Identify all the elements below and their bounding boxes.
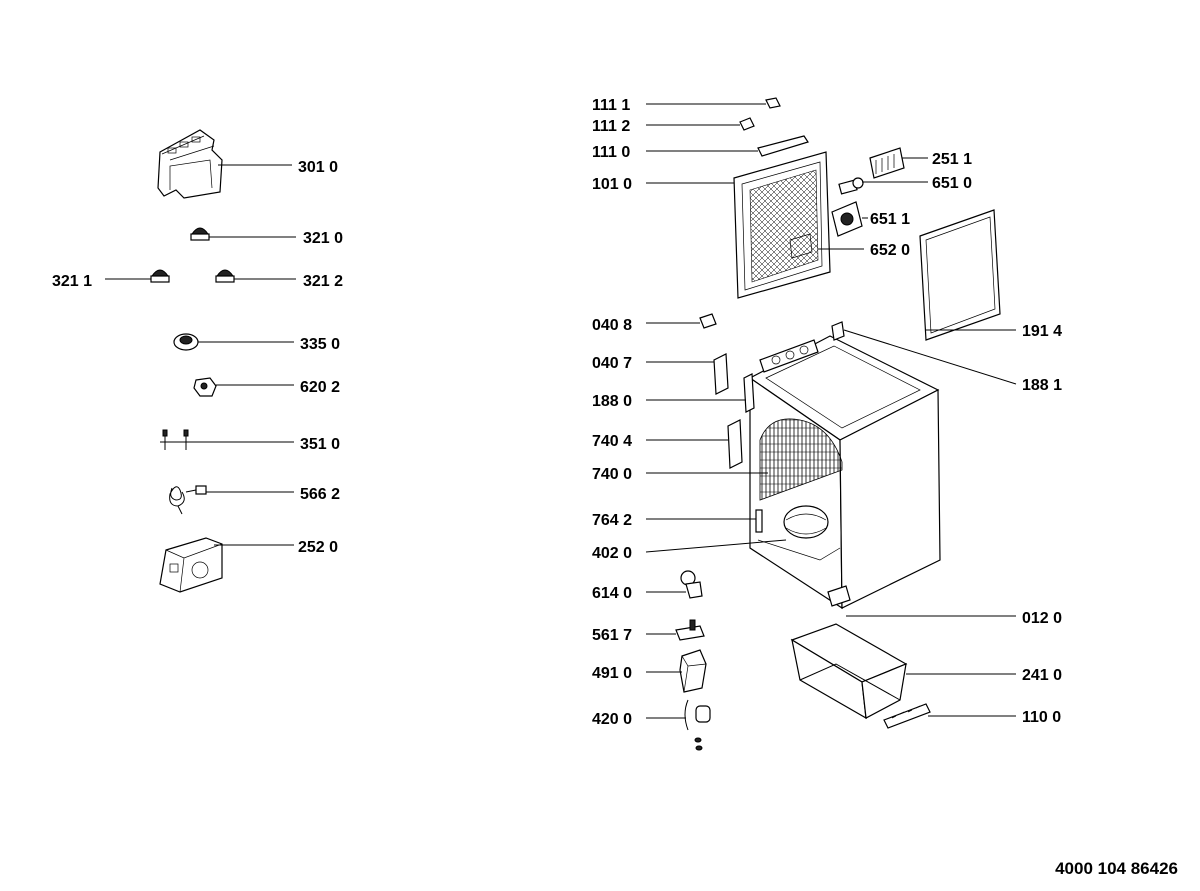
label-6511: 651 1 bbox=[870, 211, 910, 228]
lid-part[interactable] bbox=[646, 151, 831, 299]
label-7642: 764 2 bbox=[592, 512, 632, 529]
lamp-switch-part[interactable] bbox=[789, 233, 864, 259]
knob-part-left[interactable] bbox=[105, 269, 170, 283]
label-4020: 402 0 bbox=[592, 545, 632, 562]
sensor-coil-part[interactable] bbox=[169, 485, 294, 515]
label-2511: 251 1 bbox=[932, 151, 972, 168]
label-0120: 012 0 bbox=[1022, 610, 1062, 627]
label-6510: 651 0 bbox=[932, 175, 972, 192]
label-1880: 188 0 bbox=[592, 393, 632, 410]
label-6140: 614 0 bbox=[592, 585, 632, 602]
control-panel-housing-part[interactable] bbox=[157, 129, 292, 199]
label-3350: 335 0 bbox=[300, 336, 340, 353]
label-3010: 301 0 bbox=[298, 159, 338, 176]
wire-basket-part[interactable] bbox=[790, 623, 1016, 720]
lamp-housing-part[interactable] bbox=[831, 201, 868, 237]
thermostat-knob-part[interactable] bbox=[173, 333, 294, 351]
label-1110: 111 0 bbox=[592, 144, 630, 161]
lid-handle-part[interactable] bbox=[646, 135, 809, 157]
leader-1881 bbox=[843, 329, 1017, 385]
hinge-clip-part[interactable] bbox=[646, 313, 717, 329]
condenser-bracket-part[interactable] bbox=[646, 419, 743, 469]
label-1100: 110 0 bbox=[1022, 709, 1061, 726]
label-2520: 252 0 bbox=[298, 539, 338, 556]
label-0407: 040 7 bbox=[592, 355, 632, 372]
document-number: 4000 104 86426 bbox=[1055, 859, 1178, 878]
label-3510: 351 0 bbox=[300, 436, 340, 453]
label-5617: 561 7 bbox=[592, 627, 632, 644]
label-1914: 191 4 bbox=[1022, 323, 1062, 340]
knob-part[interactable] bbox=[190, 227, 296, 241]
cable-clamp-part[interactable] bbox=[646, 699, 711, 751]
label-7404: 740 4 bbox=[592, 433, 632, 450]
switch-connector-part[interactable] bbox=[160, 429, 294, 450]
thermostat-body-part[interactable] bbox=[159, 537, 294, 593]
label-6520: 652 0 bbox=[870, 242, 910, 259]
label-4200: 420 0 bbox=[592, 711, 632, 728]
label-3212: 321 2 bbox=[303, 273, 343, 290]
label-4910: 491 0 bbox=[592, 665, 632, 682]
relay-cover-part[interactable] bbox=[646, 649, 707, 693]
label-1010: 101 0 bbox=[592, 176, 632, 193]
knob-part-right[interactable] bbox=[215, 269, 296, 283]
label-7400: 740 0 bbox=[592, 466, 632, 483]
label-2410: 241 0 bbox=[1022, 667, 1062, 684]
label-1881: 188 1 bbox=[1022, 377, 1062, 394]
label-3210: 321 0 bbox=[303, 230, 343, 247]
basket-handle-part[interactable] bbox=[883, 703, 1016, 729]
hinge-cap-part[interactable] bbox=[646, 97, 781, 109]
hinge-part-left[interactable] bbox=[646, 373, 755, 413]
overload-protector-part[interactable] bbox=[646, 619, 705, 641]
label-1111: 111 1 bbox=[592, 97, 630, 114]
label-5662: 566 2 bbox=[300, 486, 340, 503]
lamp-holder-part[interactable] bbox=[193, 377, 294, 397]
label-1112: 111 2 bbox=[592, 118, 630, 135]
lamp-cover-part[interactable] bbox=[869, 147, 928, 179]
leader-4020 bbox=[645, 539, 787, 553]
hinge-cap-small-part[interactable] bbox=[646, 117, 755, 131]
label-6202: 620 2 bbox=[300, 379, 340, 396]
cabinet-body[interactable] bbox=[748, 321, 941, 610]
dryer-filter-part[interactable] bbox=[646, 509, 763, 533]
label-3211: 321 1 bbox=[52, 273, 92, 290]
hinge-bracket-part[interactable] bbox=[646, 353, 729, 395]
label-0408: 040 8 bbox=[592, 317, 632, 334]
lamp-bulb-part[interactable] bbox=[838, 177, 928, 195]
relay-part[interactable] bbox=[646, 570, 703, 599]
lid-gasket-part[interactable] bbox=[919, 209, 1016, 341]
